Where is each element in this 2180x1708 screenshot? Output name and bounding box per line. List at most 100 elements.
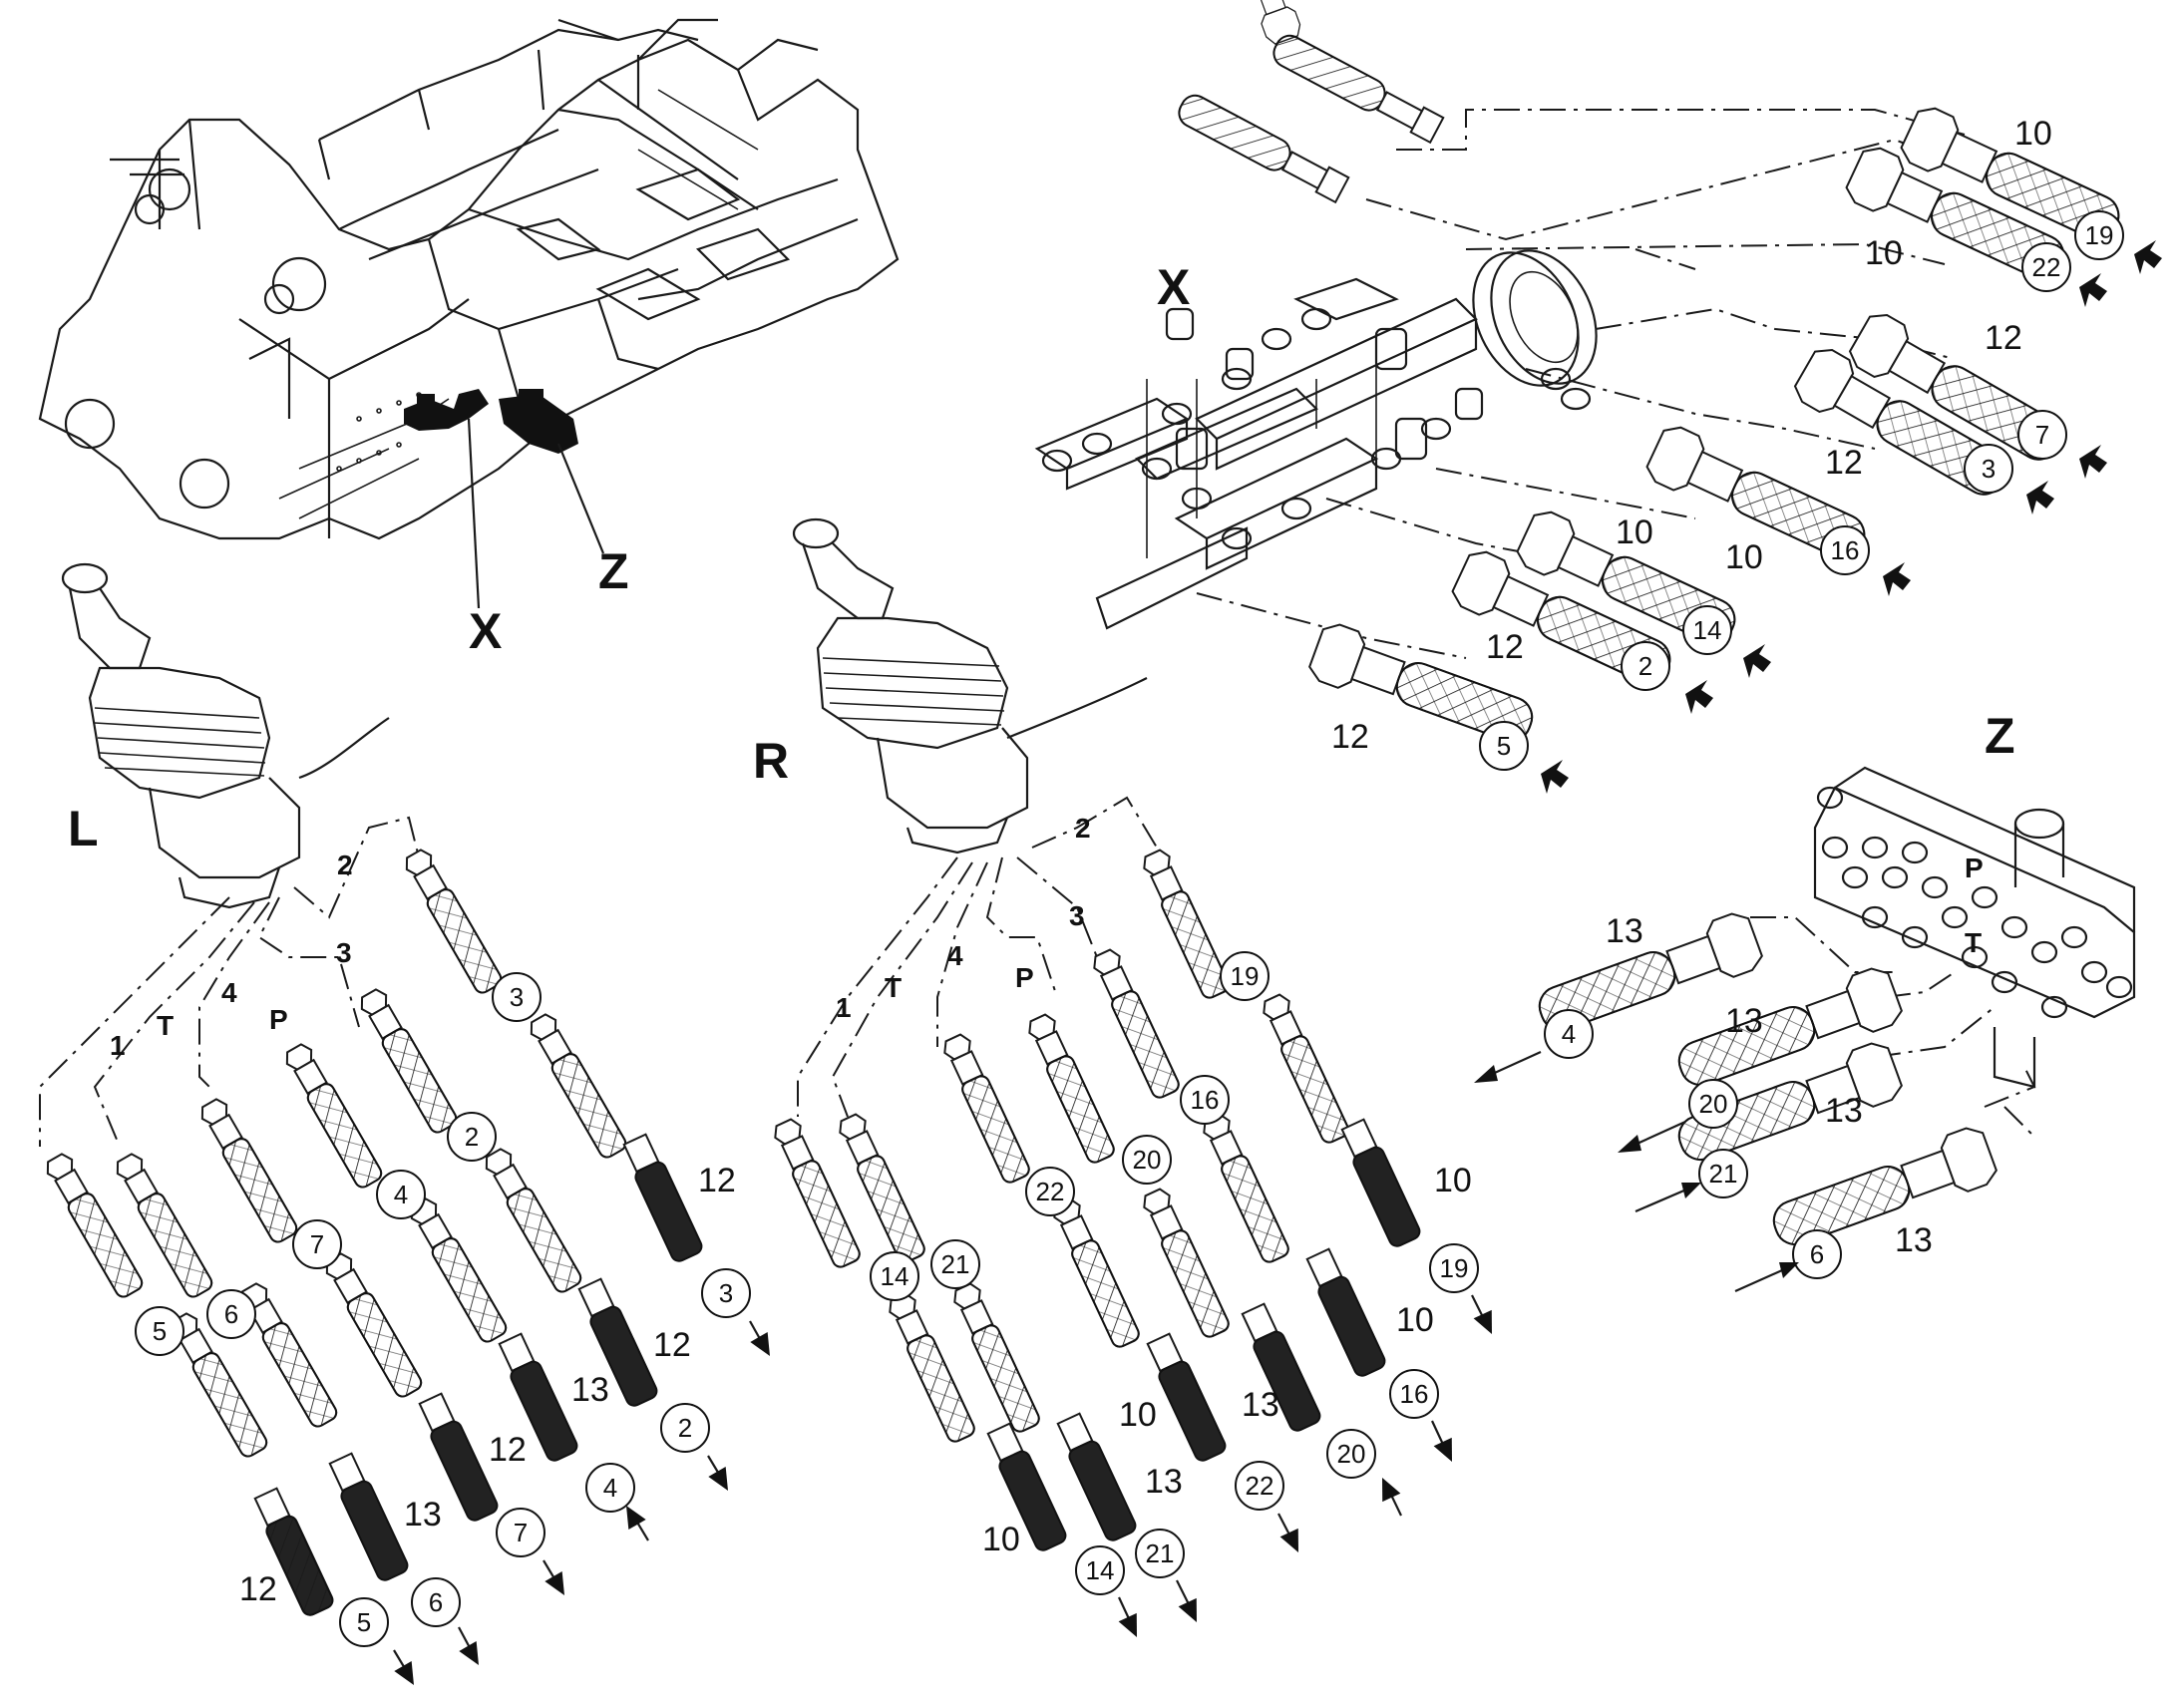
- size-label: 10: [1434, 1162, 1472, 1199]
- svg-text:5: 5: [357, 1607, 371, 1637]
- callout-21: 21: [930, 1239, 980, 1289]
- callout-2: 2: [447, 1112, 497, 1162]
- callout-6: 6: [411, 1577, 461, 1627]
- callout-16: 16: [1180, 1075, 1230, 1125]
- callout-5: 5: [135, 1306, 184, 1356]
- callout-22: 22: [1025, 1167, 1075, 1216]
- size-label: 13: [571, 1371, 609, 1409]
- valve-block-x-location: [404, 389, 489, 431]
- svg-text:7: 7: [514, 1518, 528, 1547]
- view-label-r: R: [753, 733, 789, 789]
- view-label-x: X: [1157, 259, 1190, 315]
- port-label-1: 1: [836, 992, 852, 1023]
- callout-6: 6: [1792, 1229, 1842, 1279]
- port-label-p: P: [1015, 962, 1034, 993]
- size-label: 10: [2014, 115, 2052, 153]
- callout-7: 7: [496, 1508, 545, 1557]
- svg-text:22: 22: [1246, 1471, 1274, 1501]
- port-label-3: 3: [1069, 900, 1085, 931]
- size-label: 13: [1895, 1221, 1933, 1259]
- view-label-x-small: X: [469, 603, 502, 659]
- svg-text:22: 22: [2032, 252, 2061, 282]
- svg-text:19: 19: [1231, 961, 1260, 991]
- port-label-p: P: [269, 1004, 288, 1035]
- svg-text:4: 4: [603, 1473, 617, 1503]
- joystick-right-hoses: [770, 847, 1421, 1551]
- svg-text:7: 7: [310, 1229, 324, 1259]
- callout-14: 14: [870, 1251, 919, 1301]
- svg-text:16: 16: [1831, 535, 1860, 565]
- view-label-z: Z: [1985, 708, 2015, 764]
- size-label: 13: [404, 1496, 442, 1534]
- size-label: 10: [1119, 1396, 1157, 1434]
- svg-text:3: 3: [1982, 454, 1996, 484]
- svg-text:5: 5: [153, 1316, 167, 1346]
- view-label-l: L: [68, 801, 99, 856]
- svg-text:7: 7: [2035, 420, 2049, 450]
- svg-text:6: 6: [1810, 1239, 1824, 1269]
- callout-4: 4: [585, 1463, 635, 1513]
- svg-text:19: 19: [2085, 220, 2114, 250]
- callout-16: 16: [1820, 525, 1870, 575]
- callout-7: 7: [292, 1219, 342, 1269]
- size-label: 10: [1396, 1301, 1434, 1339]
- callout-20: 20: [1688, 1079, 1738, 1129]
- svg-text:2: 2: [678, 1413, 692, 1443]
- size-label: 13: [1145, 1463, 1183, 1501]
- port-label-2: 2: [337, 850, 353, 880]
- size-label: 10: [1616, 513, 1653, 551]
- size-label: 12: [698, 1162, 736, 1199]
- callout-4: 4: [1544, 1009, 1594, 1059]
- callout-3: 3: [492, 972, 542, 1022]
- svg-text:14: 14: [1086, 1555, 1115, 1585]
- svg-text:21: 21: [1146, 1538, 1175, 1568]
- detail-x-callouts: 10 10 12 12 10 10 12 12 19 22 7 3 16 14 …: [1331, 115, 2162, 794]
- svg-text:6: 6: [224, 1299, 238, 1329]
- callout-14: 14: [1075, 1545, 1125, 1595]
- callout-5: 5: [1479, 721, 1529, 771]
- svg-text:22: 22: [1036, 1177, 1065, 1206]
- port-label-3: 3: [336, 937, 352, 968]
- size-label: 12: [1331, 718, 1369, 756]
- size-label: 12: [239, 1570, 277, 1608]
- view-label-z-small: Z: [598, 543, 629, 599]
- size-label: 13: [1242, 1386, 1279, 1424]
- port-label-t: T: [885, 972, 902, 1003]
- machine-frame: X Z: [38, 18, 900, 659]
- callout-5: 5: [339, 1597, 389, 1647]
- callout-21: 21: [1135, 1529, 1185, 1578]
- leader-x: [467, 418, 481, 609]
- port-label-t: T: [157, 1010, 174, 1041]
- port-label-2: 2: [1075, 813, 1091, 844]
- size-label: 12: [653, 1326, 691, 1364]
- svg-text:2: 2: [1638, 651, 1652, 681]
- callout-19: 19: [1220, 951, 1270, 1001]
- size-label: 10: [982, 1521, 1020, 1558]
- callout-3: 3: [1964, 444, 2013, 494]
- svg-text:16: 16: [1191, 1085, 1220, 1115]
- port-label-4: 4: [947, 940, 963, 971]
- size-label: 13: [1825, 1092, 1863, 1130]
- detail-x: X: [1034, 0, 1966, 659]
- callout-2: 2: [660, 1403, 710, 1453]
- joystick-left-callouts: 5 6 7 4 2 3 5 6 7 4 2 3 12 13 12 13 12 1…: [135, 972, 779, 1690]
- svg-text:21: 21: [941, 1249, 970, 1279]
- callout-3: 3: [701, 1268, 751, 1318]
- svg-text:16: 16: [1400, 1379, 1429, 1409]
- callout-7: 7: [2017, 410, 2067, 460]
- size-label: 12: [1985, 319, 2022, 357]
- joystick-left-hoses: [41, 846, 703, 1616]
- size-label: 12: [1486, 628, 1524, 666]
- valve-block-z-location: [499, 389, 578, 454]
- joystick-right-callouts: 14 21 22 20 16 19 14 21 22 20 16 19 10 1…: [870, 951, 1502, 1642]
- svg-text:20: 20: [1699, 1089, 1728, 1119]
- port-label-4: 4: [221, 977, 237, 1008]
- callout-20: 20: [1122, 1135, 1172, 1185]
- svg-text:14: 14: [1693, 615, 1722, 645]
- callout-6: 6: [206, 1289, 256, 1339]
- callout-19: 19: [2074, 210, 2124, 260]
- svg-text:19: 19: [1440, 1253, 1469, 1283]
- callout-2: 2: [1621, 641, 1670, 691]
- svg-text:20: 20: [1133, 1145, 1162, 1175]
- svg-text:5: 5: [1497, 731, 1511, 761]
